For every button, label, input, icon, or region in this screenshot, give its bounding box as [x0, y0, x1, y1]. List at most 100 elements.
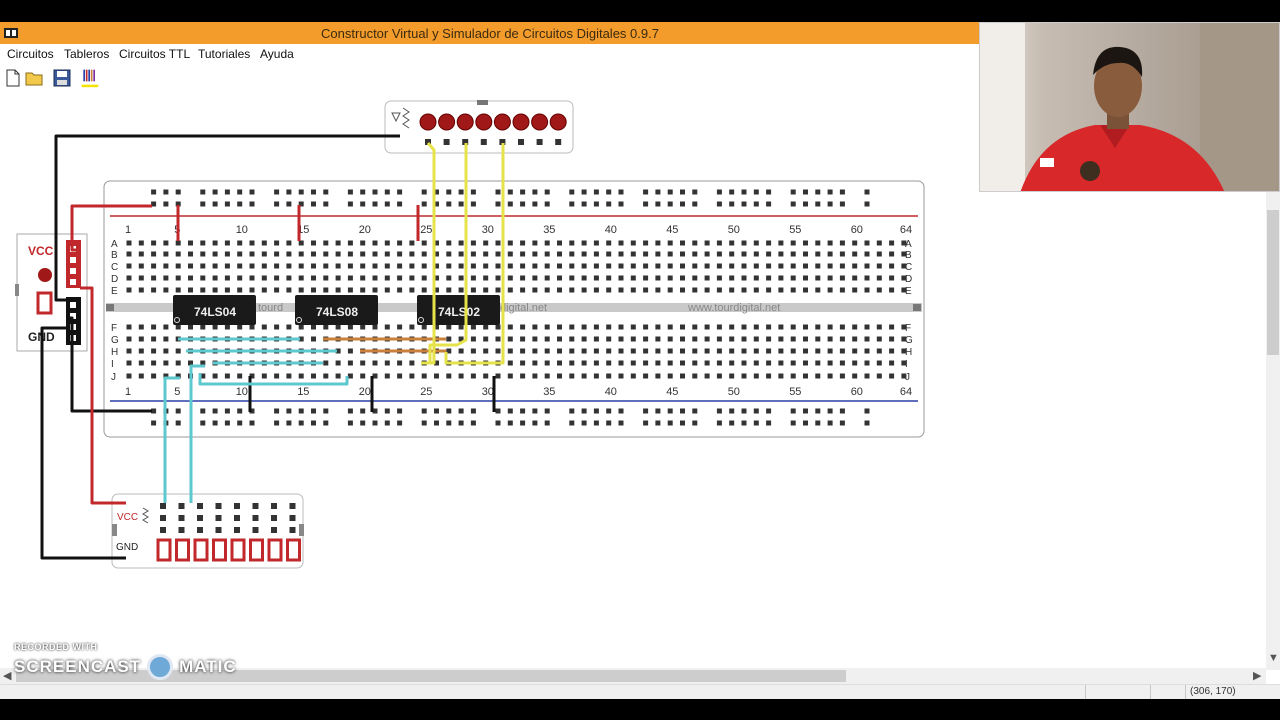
hole — [803, 275, 808, 281]
horizontal-scroll-thumb[interactable] — [16, 670, 846, 682]
circuit-canvas[interactable]: 1155101015152020252530303535404045455050… — [0, 92, 1266, 667]
hole — [839, 360, 845, 366]
menu-circuitos[interactable]: Circuitos — [7, 47, 54, 61]
column-number: 35 — [543, 386, 555, 398]
vcc-label: VCC — [117, 512, 138, 523]
hole — [729, 348, 735, 354]
hole — [126, 360, 132, 366]
hole — [532, 263, 538, 269]
menu-circuitos-ttl[interactable]: Circuitos TTL — [119, 47, 191, 61]
row-letter: D — [111, 274, 118, 285]
hole — [864, 240, 870, 246]
hole — [827, 348, 833, 354]
hole — [443, 139, 450, 145]
signal-wire-cyan — [198, 373, 349, 386]
input-switch — [175, 538, 190, 562]
led-indicator — [512, 113, 530, 131]
hole — [480, 139, 487, 145]
hole — [495, 189, 501, 195]
hole — [347, 240, 353, 246]
save-disk-icon[interactable] — [52, 68, 72, 88]
hole — [803, 408, 808, 414]
hole — [593, 336, 599, 342]
hole — [643, 275, 649, 281]
hole — [175, 324, 181, 330]
hole — [178, 515, 185, 521]
hole — [815, 360, 821, 366]
row-letter: F — [111, 323, 117, 334]
column-number: 55 — [789, 386, 801, 398]
hole — [462, 139, 469, 145]
column-number: 25 — [420, 386, 432, 398]
hole — [692, 348, 698, 354]
hole — [311, 373, 316, 379]
hole — [520, 373, 526, 379]
new-file-icon[interactable] — [3, 68, 23, 88]
hole — [483, 324, 489, 330]
vertical-scroll-thumb[interactable] — [1267, 210, 1279, 355]
hole — [434, 408, 439, 414]
hole — [384, 251, 390, 257]
hole — [680, 240, 685, 246]
input-switch — [267, 538, 283, 562]
row-letter: J — [905, 372, 910, 383]
color-bars-icon[interactable] — [80, 68, 100, 88]
hole — [618, 251, 624, 257]
hole — [425, 139, 431, 145]
hole — [200, 240, 206, 246]
hole — [618, 360, 624, 366]
scroll-down-icon[interactable]: ▼ — [1268, 652, 1279, 664]
menu-tableros[interactable]: Tableros — [64, 47, 110, 61]
hole — [160, 527, 166, 533]
hole — [421, 420, 427, 426]
hole — [384, 420, 390, 426]
hole — [138, 240, 144, 246]
hole — [163, 201, 169, 207]
hole — [815, 201, 821, 207]
hole — [655, 275, 661, 281]
hole — [271, 527, 277, 533]
hole — [532, 408, 538, 414]
hole — [237, 324, 243, 330]
hole — [286, 263, 292, 269]
scroll-left-icon[interactable]: ◀ — [3, 670, 12, 682]
open-folder-icon[interactable] — [24, 68, 44, 88]
hole — [741, 408, 747, 414]
hole — [889, 240, 895, 246]
hole — [200, 201, 206, 207]
chip-label: 74LS04 — [194, 305, 236, 319]
hole — [384, 275, 390, 281]
hole — [298, 373, 304, 379]
hole — [409, 263, 415, 269]
hole — [200, 360, 206, 366]
hole — [237, 287, 243, 293]
hole — [360, 408, 366, 414]
menu-tutoriales[interactable]: Tutoriales — [198, 47, 251, 61]
hole — [520, 360, 526, 366]
hole — [803, 324, 808, 330]
hole — [421, 275, 427, 281]
led-indicator — [475, 113, 493, 131]
hole — [766, 324, 772, 330]
hole — [470, 275, 476, 281]
hole — [766, 360, 772, 366]
hole — [606, 348, 612, 354]
column-number: 60 — [851, 224, 863, 236]
hole — [200, 420, 206, 426]
hole — [667, 240, 673, 246]
hole — [520, 201, 526, 207]
hole — [397, 287, 403, 293]
hole — [827, 275, 833, 281]
scroll-right-icon[interactable]: ▶ — [1253, 670, 1262, 682]
hole — [692, 189, 698, 195]
hole — [237, 240, 243, 246]
hole — [335, 240, 341, 246]
hole — [397, 360, 403, 366]
hole — [716, 373, 722, 379]
menu-ayuda[interactable]: Ayuda — [260, 47, 294, 61]
hole — [839, 189, 845, 195]
hole — [289, 515, 296, 521]
column-number: 20 — [359, 386, 371, 398]
hole — [593, 201, 599, 207]
hole — [434, 287, 439, 293]
